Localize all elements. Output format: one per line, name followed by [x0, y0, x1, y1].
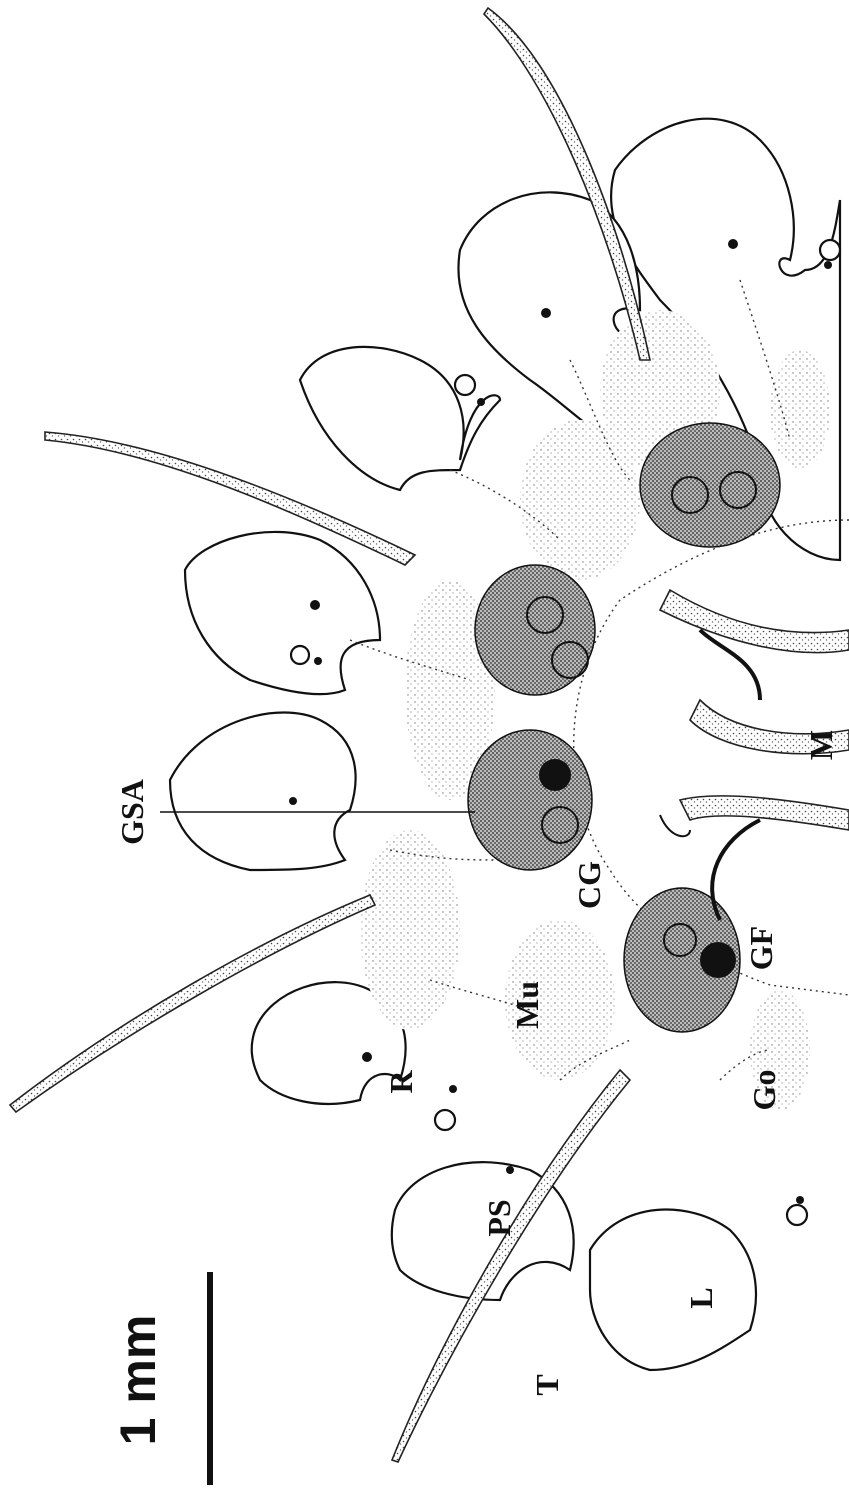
- label-go: Go: [746, 1070, 782, 1111]
- gonad-3: [468, 730, 592, 870]
- label-m: M: [803, 730, 839, 760]
- label-t: T: [529, 1374, 565, 1395]
- label-r: R: [383, 1070, 419, 1094]
- label-cg: CG: [571, 861, 607, 909]
- label-gf: GF: [743, 926, 779, 970]
- label-ps: PS: [481, 1199, 517, 1236]
- gonad-1: [640, 423, 780, 547]
- label-gsa: GSA: [114, 779, 150, 845]
- scale-bar-label: 1 mm: [110, 1315, 166, 1446]
- scale-bar: 1 mm: [110, 1272, 210, 1485]
- label-l: L: [683, 1287, 719, 1308]
- label-mu: Mu: [509, 981, 545, 1029]
